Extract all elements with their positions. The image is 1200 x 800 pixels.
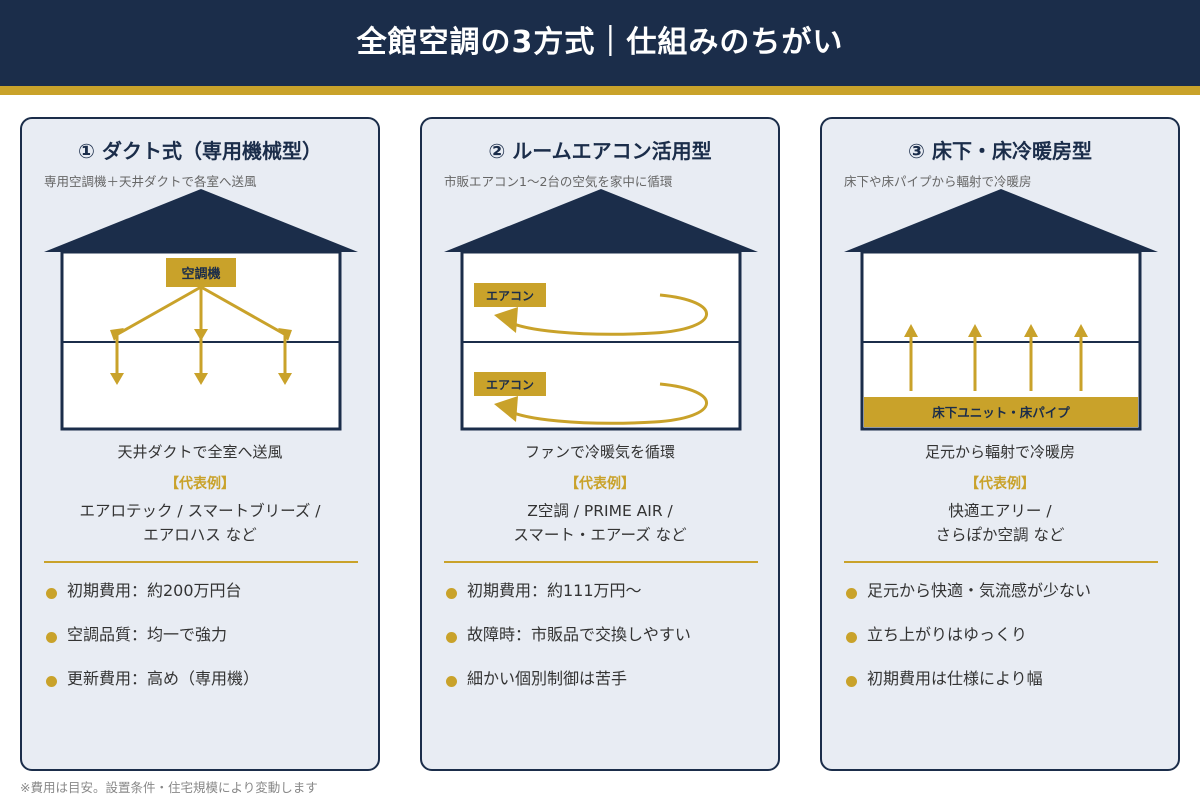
examples-heading: 【代表例】 — [165, 476, 235, 492]
bullet-dot-icon — [846, 588, 857, 599]
duct-system-diagram: 空調機 — [44, 189, 358, 431]
bullet-item: 故障時：市販品で交換しやすい — [446, 621, 691, 645]
gold-divider — [44, 561, 358, 563]
bullet-text: 初期費用は仕様により幅 — [867, 669, 1043, 688]
examples-line-2: スマート・エアーズ など — [513, 526, 687, 544]
radiant-arrows — [909, 335, 1083, 391]
card-title: ② ルームエアコン活用型 — [488, 139, 712, 163]
room-ac-diagram: エアコン エアコン — [444, 189, 758, 431]
bullet-dot-icon — [846, 676, 857, 687]
bullet-text: 空調品質：均一で強力 — [67, 625, 228, 644]
ac-unit-upper-label: エアコン — [486, 289, 534, 303]
card-subtitle: 専用空調機＋天井ダクトで各室へ送風 — [44, 174, 257, 189]
bullet-dot-icon — [446, 676, 457, 687]
gold-divider — [844, 561, 1158, 563]
bullet-item: 初期費用は仕様により幅 — [846, 665, 1043, 689]
examples-line-1: Z空調 / PRIME AIR / — [527, 502, 673, 520]
bullet-item: 細かい個別制御は苦手 — [446, 665, 627, 689]
diagram-caption: 足元から輻射で冷暖房 — [924, 443, 1075, 461]
bullet-dot-icon — [46, 632, 57, 643]
bullet-item: 初期費用：約111万円〜 — [446, 577, 642, 601]
examples-line-1: エアロテック / スマートブリーズ / — [79, 502, 321, 520]
underfloor-diagram: 床下ユニット・床パイプ — [844, 189, 1158, 431]
ac-unit-upper-box — [474, 283, 546, 307]
card-subtitle: 床下や床パイプから輻射で冷暖房 — [844, 174, 1032, 189]
bullet-item: 足元から快適・気流感が少ない — [846, 577, 1091, 601]
house-roof — [844, 189, 1158, 252]
card-room-ac-type: ② ルームエアコン活用型 市販エアコン1〜2台の空気を家中に循環 エアコン エア… — [420, 117, 780, 771]
card-title: ③ 床下・床冷暖房型 — [908, 139, 1092, 163]
header-accent-band — [0, 86, 1200, 95]
card-duct-type: ① ダクト式（専用機械型） 専用空調機＋天井ダクトで各室へ送風 空調機 天井ダク… — [20, 117, 380, 771]
examples-heading: 【代表例】 — [565, 476, 635, 492]
bullet-text: 細かい個別制御は苦手 — [467, 669, 628, 688]
footnote: ※費用は目安。設置条件・住宅規模により変動します — [20, 780, 318, 795]
bullet-item: 空調品質：均一で強力 — [46, 621, 227, 645]
card-underfloor-type: ③ 床下・床冷暖房型 床下や床パイプから輻射で冷暖房 床下ユニット・床パイプ 足… — [820, 117, 1180, 771]
header-bar: 全館空調の3方式｜仕組みのちがい — [0, 0, 1200, 86]
examples-line-1: 快適エアリー / — [948, 502, 1052, 520]
bullet-text: 初期費用：約200万円台 — [67, 581, 242, 600]
house-roof — [44, 189, 358, 252]
bullet-dot-icon — [46, 588, 57, 599]
house-roof — [444, 189, 758, 252]
card-subtitle: 市販エアコン1〜2台の空気を家中に循環 — [444, 174, 673, 189]
bullet-item: 更新費用：高め（専用機） — [46, 665, 259, 689]
ac-unit-label: 空調機 — [181, 266, 220, 282]
bullet-dot-icon — [46, 676, 57, 687]
underfloor-unit-bar — [864, 397, 1138, 427]
bullet-text: 足元から快適・気流感が少ない — [867, 581, 1092, 600]
bullet-dot-icon — [446, 632, 457, 643]
gold-divider — [444, 561, 758, 563]
bullet-text: 更新費用：高め（専用機） — [67, 669, 260, 688]
bullet-text: 初期費用：約111万円〜 — [467, 581, 642, 600]
bullet-item: 立ち上がりはゆっくり — [846, 621, 1027, 645]
ac-unit-lower-label: エアコン — [486, 378, 534, 392]
arrowheads — [494, 307, 518, 422]
examples-line-2: さらぽか空調 など — [935, 526, 1065, 544]
ac-unit-box — [166, 258, 236, 287]
arrowheads — [110, 328, 292, 385]
bullet-text: 故障時：市販品で交換しやすい — [467, 625, 691, 644]
bullet-item: 初期費用：約200万円台 — [46, 577, 242, 601]
examples-heading: 【代表例】 — [965, 476, 1035, 492]
bullet-dot-icon — [846, 632, 857, 643]
arrowheads — [904, 324, 1088, 337]
ac-unit-lower-box — [474, 372, 546, 396]
diagram-caption: ファンで冷暖気を循環 — [524, 443, 675, 461]
examples-line-2: エアロハス など — [143, 526, 257, 544]
bullet-dot-icon — [446, 588, 457, 599]
bullet-text: 立ち上がりはゆっくり — [867, 625, 1028, 644]
card-title: ① ダクト式（専用機械型） — [78, 139, 322, 163]
page-title: 全館空調の3方式｜仕組みのちがい — [356, 25, 844, 60]
underfloor-unit-label: 床下ユニット・床パイプ — [932, 405, 1070, 420]
diagram-caption: 天井ダクトで全室へ送風 — [117, 443, 283, 461]
circulation-arrows — [503, 293, 708, 425]
